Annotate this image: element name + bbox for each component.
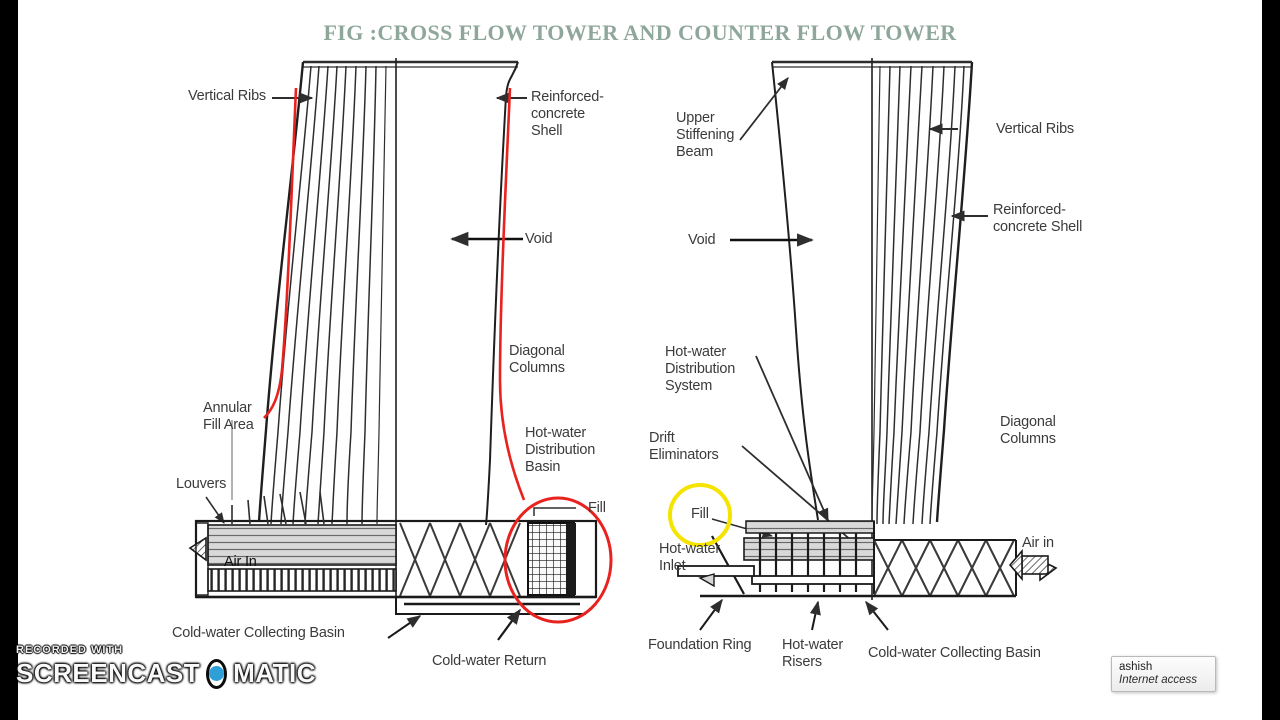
label-right-drift-eliminators: Drift Eliminators bbox=[649, 430, 719, 463]
label-left-diagonal-columns: Diagonal Columns bbox=[509, 343, 565, 376]
label-right-cold-water-collecting-basin: Cold-water Collecting Basin bbox=[868, 645, 1041, 661]
label-right-hot-water-risers: Hot-water Risers bbox=[782, 637, 844, 670]
label-left-louvers: Louvers bbox=[176, 476, 227, 492]
label-left-hot-water-distribution-basin: Hot-water Distribution Basin bbox=[525, 425, 596, 475]
label-left-cold-water-return: Cold-water Return bbox=[432, 653, 547, 669]
watermark-brand-right: MATIC bbox=[233, 658, 317, 688]
record-dot-icon bbox=[209, 666, 225, 681]
label-right-hot-water-distribution-system: Hot-water Distribution System bbox=[665, 344, 736, 394]
record-circle-icon bbox=[206, 658, 228, 689]
label-right-hot-water-inlet: Hot-water Inlet bbox=[659, 541, 721, 574]
label-right-air-in: Air in bbox=[1022, 535, 1054, 551]
label-right-reinforced-concrete-shell: Reinforced- concrete Shell bbox=[993, 202, 1083, 235]
letterbox-right bbox=[1262, 0, 1280, 720]
watermark-brand-left: SCREENCAST bbox=[16, 658, 201, 688]
tooltip-user: ashish bbox=[1119, 661, 1153, 673]
red-annotation-right-shell bbox=[498, 87, 526, 501]
label-left-vertical-ribs: Vertical Ribs bbox=[188, 88, 266, 104]
label-right-upper-stiffening-beam: Upper Stiffening Beam bbox=[676, 110, 735, 160]
label-left-fill: Fill bbox=[588, 500, 606, 516]
watermark-brand: SCREENCAST MATIC bbox=[16, 658, 316, 689]
label-right-vertical-ribs: Vertical Ribs bbox=[996, 121, 1074, 137]
letterbox-left bbox=[0, 0, 18, 720]
label-left-annular-fill-area: Annular Fill Area bbox=[203, 400, 254, 433]
tooltip-status: Internet access bbox=[1119, 674, 1197, 686]
yellow-annotation-fill-circle bbox=[668, 483, 732, 547]
label-left-air-in: Air In bbox=[224, 554, 257, 570]
network-status-tooltip: ashish Internet access bbox=[1111, 656, 1216, 692]
right-tower-drawing bbox=[668, 58, 1058, 631]
label-right-foundation-ring: Foundation Ring bbox=[648, 637, 752, 653]
left-tower-drawing bbox=[188, 58, 613, 641]
red-annotation-fill-circle bbox=[503, 496, 613, 624]
label-left-reinforced-concrete-shell: Reinforced- concrete Shell bbox=[531, 89, 604, 139]
label-left-void: Void bbox=[525, 231, 553, 247]
page-title: FIG :CROSS FLOW TOWER AND COUNTER FLOW T… bbox=[323, 20, 957, 45]
watermark-recorded-with: RECORDED WITH bbox=[16, 644, 124, 656]
label-right-diagonal-columns: Diagonal Columns bbox=[1000, 414, 1056, 447]
label-left-cold-water-collecting-basin: Cold-water Collecting Basin bbox=[172, 625, 345, 641]
label-right-fill: Fill bbox=[691, 506, 709, 522]
label-right-void: Void bbox=[688, 232, 716, 248]
screencast-o-matic-watermark: RECORDED WITH SCREENCAST MATIC bbox=[16, 644, 316, 704]
red-annotation-left-shell bbox=[263, 87, 298, 419]
